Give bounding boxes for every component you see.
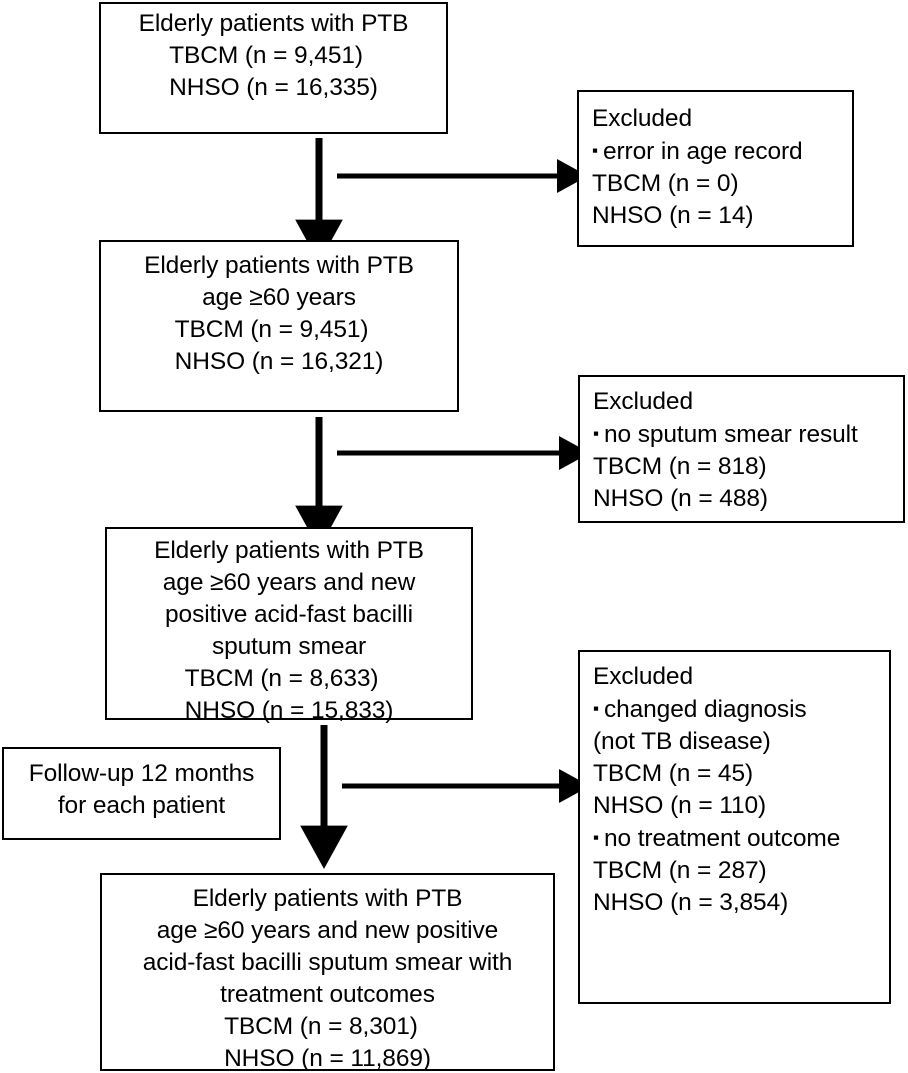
excluded-outcome-heading: Excluded bbox=[593, 663, 693, 690]
cohort-initial-stats: TBCM (n = 9,451) NHSO (n = 16,335) bbox=[169, 40, 378, 104]
cohort-age-stat-nhso: NHSO (n = 16,321) bbox=[174, 348, 384, 375]
cohort-final-criterion-2: acid-fast bacilli sputum smear with bbox=[142, 949, 513, 976]
excluded-age-reason-row: ▪error in age record bbox=[592, 135, 803, 168]
bullet-icon: ▪ bbox=[593, 424, 599, 443]
cohort-final-title: Elderly patients with PTB bbox=[192, 885, 463, 912]
cohort-smear-title: Elderly patients with PTB bbox=[154, 537, 424, 564]
cohort-final-criterion-1: age ≥60 years and new positive bbox=[156, 917, 499, 944]
cohort-age-title: Elderly patients with PTB bbox=[144, 252, 414, 279]
excluded-age-reason: error in age record bbox=[602, 138, 803, 165]
box-cohort-smear: Elderly patients with PTB age ≥60 years … bbox=[105, 527, 473, 724]
excluded-outcome-stat1-tbcm: TBCM (n = 45) bbox=[593, 760, 754, 787]
box-cohort-initial: Elderly patients with PTB TBCM (n = 9,45… bbox=[99, 2, 448, 134]
excluded-outcome-reason-1-cont: (not TB disease) bbox=[593, 728, 771, 755]
bullet-icon: ▪ bbox=[593, 699, 599, 718]
cohort-smear-stat-nhso: NHSO (n = 15,833) bbox=[184, 697, 394, 724]
cohort-smear-stat-tbcm: TBCM (n = 8,633) bbox=[184, 665, 379, 692]
excluded-outcome-reason-2: no treatment outcome bbox=[603, 825, 841, 852]
cohort-final-stats: TBCM (n = 8,301) NHSO (n = 11,869) bbox=[224, 1011, 431, 1073]
cohort-initial-stat-nhso: NHSO (n = 16,335) bbox=[169, 74, 378, 101]
excluded-outcome-reason-1-row: ▪changed diagnosis bbox=[593, 693, 807, 726]
bullet-icon: ▪ bbox=[592, 141, 598, 160]
box-cohort-age: Elderly patients with PTB age ≥60 years … bbox=[99, 240, 459, 412]
box-excluded-smear: Excluded ▪no sputum smear result TBCM (n… bbox=[578, 375, 905, 523]
cohort-final-stat-tbcm: TBCM (n = 8,301) bbox=[224, 1013, 418, 1040]
cohort-age-criterion: age ≥60 years bbox=[202, 284, 356, 311]
excluded-age-stat-tbcm: TBCM (n = 0) bbox=[592, 170, 739, 197]
cohort-smear-criterion-2: positive acid-fast bacilli bbox=[165, 601, 413, 628]
excluded-age-heading: Excluded bbox=[592, 105, 692, 132]
cohort-age-stats: TBCM (n = 9,451) NHSO (n = 16,321) bbox=[175, 314, 384, 378]
cohort-initial-title: Elderly patients with PTB bbox=[138, 10, 409, 37]
box-excluded-age: Excluded ▪error in age record TBCM (n = … bbox=[577, 90, 854, 247]
excluded-smear-reason: no sputum smear result bbox=[603, 421, 858, 448]
followup-line-1: Follow-up 12 months bbox=[28, 760, 255, 787]
cohort-smear-stats: TBCM (n = 8,633) NHSO (n = 15,833) bbox=[185, 663, 394, 727]
excluded-smear-stat-nhso: NHSO (n = 488) bbox=[593, 485, 768, 512]
cohort-final-criterion-3: treatment outcomes bbox=[220, 981, 435, 1008]
cohort-smear-criterion-3: sputum smear bbox=[211, 633, 367, 660]
box-cohort-final: Elderly patients with PTB age ≥60 years … bbox=[100, 873, 555, 1073]
cohort-initial-stat-tbcm: TBCM (n = 9,451) bbox=[169, 42, 363, 69]
followup-line-2: for each patient bbox=[57, 792, 226, 819]
excluded-outcome-stat2-nhso: NHSO (n = 3,854) bbox=[593, 889, 789, 916]
cohort-age-stat-tbcm: TBCM (n = 9,451) bbox=[174, 316, 369, 343]
excluded-outcome-stat2-tbcm: TBCM (n = 287) bbox=[593, 857, 767, 884]
box-excluded-outcome: Excluded ▪changed diagnosis (not TB dise… bbox=[578, 650, 891, 1004]
cohort-smear-criterion-1: age ≥60 years and new bbox=[162, 569, 416, 596]
excluded-smear-reason-row: ▪no sputum smear result bbox=[593, 418, 858, 451]
bullet-icon: ▪ bbox=[593, 828, 599, 847]
excluded-outcome-stat1-nhso: NHSO (n = 110) bbox=[593, 792, 767, 819]
excluded-smear-stat-tbcm: TBCM (n = 818) bbox=[593, 453, 767, 480]
excluded-outcome-reason-1: changed diagnosis bbox=[603, 696, 807, 723]
cohort-final-stat-nhso: NHSO (n = 11,869) bbox=[224, 1045, 431, 1072]
excluded-outcome-reason-2-row: ▪no treatment outcome bbox=[593, 822, 840, 855]
excluded-smear-heading: Excluded bbox=[593, 388, 693, 415]
box-followup: Follow-up 12 months for each patient bbox=[2, 747, 281, 840]
excluded-age-stat-nhso: NHSO (n = 14) bbox=[592, 202, 754, 229]
